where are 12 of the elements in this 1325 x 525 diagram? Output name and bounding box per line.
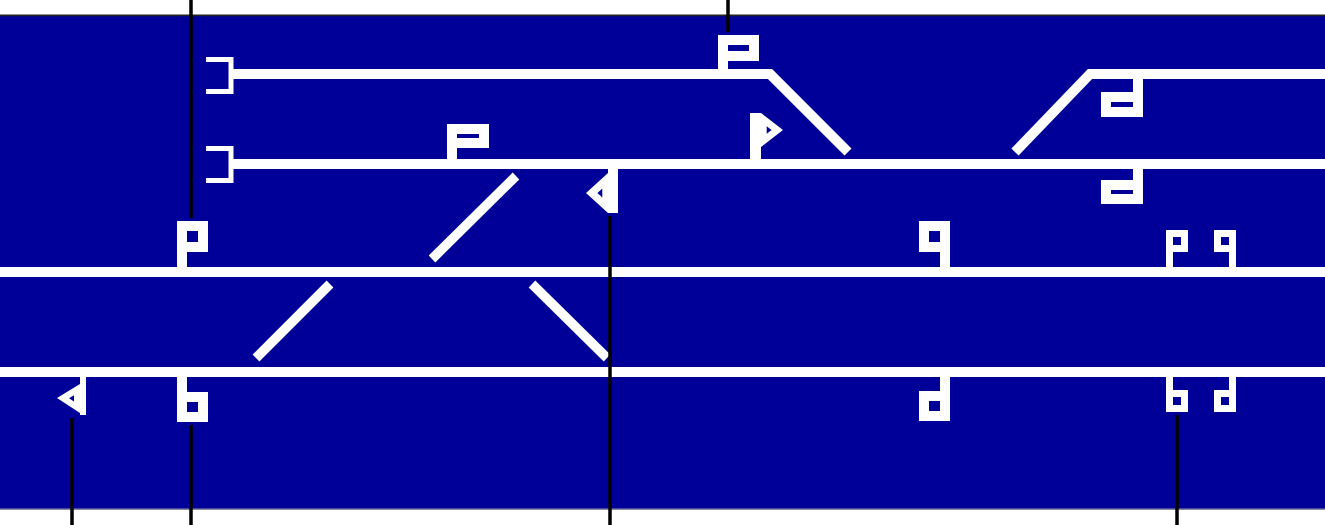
leader-line — [70, 418, 74, 525]
signal-icon — [718, 35, 759, 69]
leader-line — [608, 216, 612, 525]
signal-icon — [57, 377, 86, 415]
signal-icon — [177, 221, 208, 267]
leader-line — [189, 425, 193, 525]
leader-line — [726, 0, 730, 32]
leader-line — [1175, 415, 1179, 525]
signal-icon — [177, 377, 208, 422]
signal-icon — [586, 169, 618, 213]
leader-line — [189, 0, 193, 218]
signal-icon — [1166, 377, 1188, 412]
